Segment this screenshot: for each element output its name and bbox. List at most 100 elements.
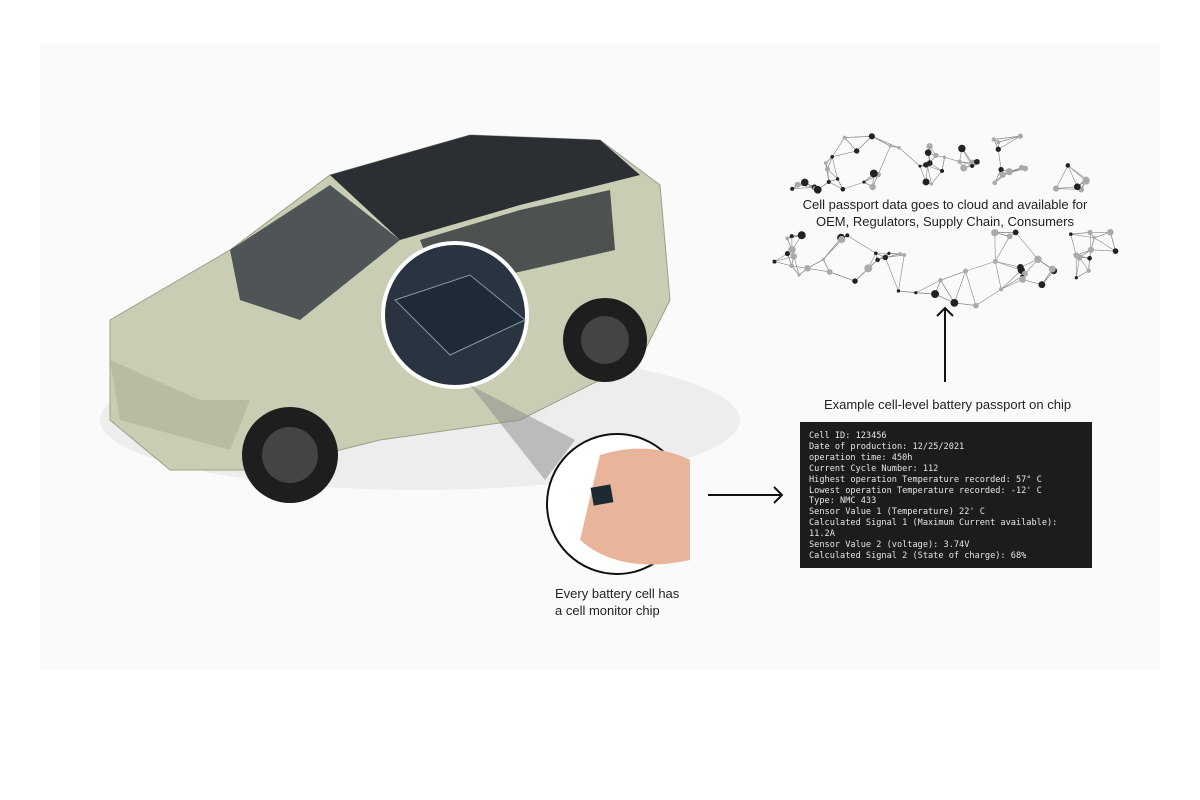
- network-node: [914, 291, 918, 295]
- network-node: [973, 302, 979, 309]
- network-link: [844, 137, 857, 152]
- network-node: [1086, 268, 1091, 273]
- network-node: [1017, 133, 1023, 139]
- network-node: [784, 250, 791, 257]
- network-link: [1015, 232, 1039, 260]
- network-node: [875, 257, 880, 263]
- network-link: [1055, 165, 1069, 189]
- network-node: [794, 181, 801, 188]
- network-node: [830, 155, 834, 159]
- network-node: [1074, 276, 1078, 280]
- network-node: [1112, 248, 1119, 254]
- arrow-to-passport: [708, 486, 784, 504]
- network-link: [792, 186, 815, 190]
- network-link: [940, 280, 955, 304]
- passport-line: Sensor Value 1 (Temperature) 22' C: [809, 507, 985, 518]
- network-node: [992, 180, 998, 186]
- network-node: [939, 168, 945, 174]
- network-node: [1017, 264, 1024, 271]
- network-node: [1087, 246, 1094, 253]
- network-link: [1090, 249, 1116, 252]
- network-node: [942, 155, 947, 159]
- network-link: [995, 261, 1022, 271]
- network-node: [931, 290, 939, 299]
- network-node: [824, 166, 830, 172]
- network-link: [995, 236, 1010, 262]
- network-node: [992, 258, 998, 264]
- network-node: [869, 183, 876, 191]
- network-link: [998, 135, 1021, 143]
- network-link: [807, 267, 830, 273]
- network-node: [970, 163, 975, 168]
- network-link: [877, 145, 891, 175]
- chip-caption-line: Every battery cell has: [555, 586, 680, 601]
- network-link: [965, 261, 996, 272]
- network-node: [854, 148, 860, 154]
- chip-circle: [546, 433, 690, 575]
- network-node: [1019, 275, 1026, 283]
- network-link: [898, 290, 916, 294]
- network-node: [888, 144, 892, 148]
- network-node: [999, 287, 1004, 292]
- passport-line: Date of production: 12/25/2021: [809, 441, 965, 452]
- cloud-network-bottom: [772, 229, 1119, 309]
- passport-line: Type: NMC 433: [809, 496, 877, 507]
- network-node: [1038, 281, 1046, 289]
- network-node: [821, 257, 825, 262]
- network-node: [1018, 164, 1025, 171]
- network-node: [797, 273, 801, 277]
- network-link: [898, 254, 905, 291]
- network-node: [995, 146, 1001, 152]
- network-node: [813, 185, 822, 194]
- passport-line: Sensor Value 2 (voltage): 3.74V: [809, 540, 970, 551]
- network-link: [847, 235, 876, 254]
- network-node: [896, 289, 901, 293]
- network-link: [941, 157, 945, 172]
- network-link: [831, 156, 838, 180]
- network-link: [1094, 237, 1116, 252]
- zoom-beam: [470, 385, 575, 480]
- network-node: [974, 158, 980, 165]
- network-node: [1005, 168, 1013, 176]
- network-node: [1087, 229, 1093, 236]
- network-node: [852, 278, 858, 284]
- passport-line: Current Cycle Number: 112: [809, 463, 939, 474]
- network-link: [871, 136, 900, 149]
- network-node: [1107, 229, 1114, 236]
- network-node: [922, 178, 930, 186]
- network-link: [995, 261, 1002, 290]
- network-link: [832, 150, 857, 158]
- network-link: [774, 256, 794, 262]
- network-link: [1001, 279, 1023, 290]
- network-link: [842, 181, 865, 190]
- network-link: [965, 271, 977, 306]
- network-link: [844, 136, 872, 138]
- passport-line: Calculated Signal 2 (State of charge): 6…: [809, 550, 1027, 561]
- network-node: [797, 231, 806, 240]
- network-node: [1073, 252, 1079, 259]
- network-node: [958, 144, 966, 153]
- network-node: [999, 171, 1006, 178]
- network-node: [957, 159, 962, 164]
- network-node: [826, 179, 831, 185]
- passport-caption: Example cell-level battery passport on c…: [823, 397, 1072, 412]
- network-node: [1087, 255, 1092, 261]
- network-node: [933, 152, 939, 158]
- network-node: [1092, 235, 1097, 240]
- network-node: [902, 253, 907, 257]
- network-link: [931, 170, 943, 185]
- network-node: [804, 264, 811, 272]
- network-node: [1034, 255, 1042, 264]
- network-node: [1082, 177, 1090, 185]
- cloud-network-top: [790, 133, 1090, 194]
- network-node: [991, 229, 999, 237]
- arrow-to-cloud: [936, 306, 954, 382]
- network-link: [1067, 165, 1087, 182]
- network-link: [944, 156, 960, 163]
- network-node: [840, 186, 846, 192]
- network-node: [845, 233, 850, 238]
- network-node: [897, 146, 901, 150]
- network-node: [868, 133, 875, 140]
